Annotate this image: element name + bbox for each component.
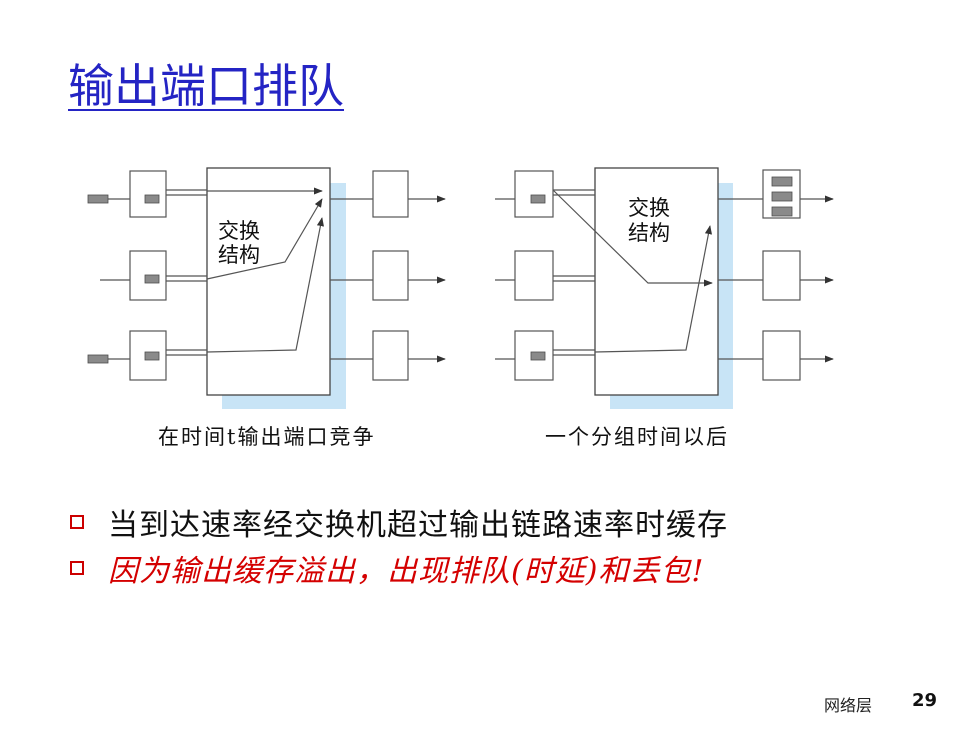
square-bullet-icon — [70, 515, 84, 529]
bullet-list: 当到达速率经交换机超过输出链路速率时缓存 因为输出缓存溢出，出现排队(时延)和丢… — [70, 499, 728, 591]
left-input-port-1 — [129, 170, 167, 218]
right-output-queued-packet-3 — [771, 206, 793, 217]
right-fabric-label-line2: 结构 — [628, 221, 670, 245]
output-port-queueing-diagram: 交换 结构 在时间t输出端口竞争 — [87, 167, 834, 449]
left-fabric-label-line2: 结构 — [218, 243, 260, 267]
right-output-queued-packet-1 — [771, 176, 793, 187]
left-arriving-packet-3 — [87, 354, 109, 364]
left-switch-fabric — [206, 167, 331, 396]
bullet-item: 当到达速率经交换机超过输出链路速率时缓存 — [70, 499, 728, 545]
left-diagram-caption: 在时间t输出端口竞争 — [158, 425, 375, 449]
bullet-item: 因为输出缓存溢出，出现排队(时延)和丢包! — [70, 545, 728, 591]
bullet-text: 当到达速率经交换机超过输出链路速率时缓存 — [108, 508, 728, 543]
right-input-packet-3 — [530, 351, 546, 361]
slide-title: 输出端口排队 — [68, 59, 344, 113]
right-output-port-3 — [762, 330, 801, 381]
left-input-packet-3 — [144, 351, 160, 361]
footer-section-label: 网络层 — [824, 696, 873, 715]
left-path-from-port2 — [206, 198, 323, 280]
page-number: 29 — [912, 690, 938, 711]
right-input-port-2 — [514, 250, 554, 301]
right-fabric-label-line1: 交换 — [628, 196, 670, 220]
right-path-from-port3 — [594, 225, 712, 353]
left-output-port-2 — [372, 250, 409, 301]
left-output-port-1 — [372, 170, 409, 218]
left-input-port-2 — [129, 250, 167, 301]
left-output-port-3 — [372, 330, 409, 381]
left-input-packet-1 — [144, 194, 160, 204]
right-diagram: 交换 结构 一个分组时间以后 — [495, 167, 834, 449]
right-output-queued-packet-2 — [771, 191, 793, 202]
right-input-port-1 — [514, 170, 554, 218]
left-path-from-port3 — [206, 217, 324, 353]
left-arriving-packet-1 — [87, 194, 109, 204]
left-fabric-label-line1: 交换 — [218, 219, 260, 243]
right-path-from-port1 — [552, 189, 713, 287]
square-bullet-icon — [70, 561, 84, 575]
right-input-packet-1 — [530, 194, 546, 204]
left-input-packet-2 — [144, 274, 160, 284]
right-diagram-caption: 一个分组时间以后 — [545, 425, 729, 449]
right-output-port-2 — [762, 250, 801, 301]
right-switch-fabric — [594, 167, 719, 396]
bullet-text-emphasis: 因为输出缓存溢出，出现排队(时延)和丢包! — [108, 554, 705, 589]
left-diagram: 交换 结构 在时间t输出端口竞争 — [87, 167, 446, 449]
